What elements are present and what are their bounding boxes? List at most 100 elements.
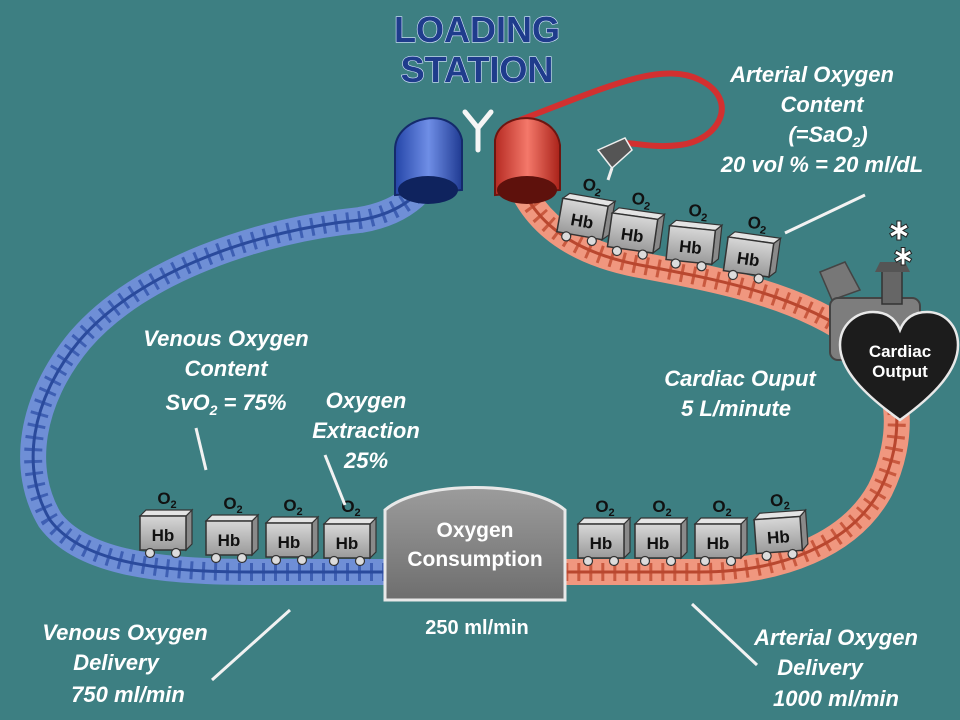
wheel: [328, 555, 340, 567]
hb-car: Hb O2: [693, 497, 749, 567]
wheel: [727, 269, 739, 281]
hb-car: Hb O2: [556, 175, 617, 247]
hb-car: Hb O2: [264, 496, 320, 566]
wheel: [696, 261, 707, 272]
arterial-content-line2: Content: [780, 92, 865, 117]
consumption-rate: 250 ml/min: [425, 617, 528, 639]
arterial-content-line3: (=SaO2): [788, 122, 867, 150]
hb-car: Hb O2: [576, 497, 632, 567]
cardiac-output-line1: Cardiac Ouput: [664, 366, 817, 391]
steam-puff-icon: ✱ ✱: [888, 217, 914, 272]
hb-label: Hb: [647, 534, 670, 553]
o2-label: O2: [157, 489, 176, 511]
wheel: [725, 555, 737, 567]
wheel: [582, 555, 594, 567]
extraction-line3: 25%: [343, 448, 388, 473]
oxygen-consumption-box: Oxygen Consumption: [383, 486, 567, 602]
hb-label: Hb: [152, 526, 175, 545]
arterial-delivery-line1: Arterial Oxygen: [753, 625, 918, 650]
hb-car: Hb O2: [606, 189, 667, 260]
heart-icon: Cardiac Output: [838, 310, 960, 422]
venous-track: [20, 139, 453, 585]
hb-car: Hb O2: [722, 213, 783, 284]
hb-car: Hb O2: [752, 490, 809, 561]
arterial-content-line1: Arterial Oxygen: [729, 62, 894, 87]
arterial-delivery-pointer: [690, 602, 759, 667]
wheel: [170, 547, 182, 559]
wheel: [787, 548, 798, 560]
wheel: [144, 547, 156, 559]
arterial-tunnel: [494, 117, 561, 204]
consumption-line1: Oxygen: [436, 519, 513, 542]
heart-line2: Output: [872, 362, 928, 381]
venous-tunnel: [394, 117, 463, 204]
arterial-content-pointer: [784, 193, 866, 235]
oxygen-hose: [517, 70, 725, 153]
wheel: [608, 555, 620, 567]
venous-delivery-line1: Venous Oxygen: [42, 620, 207, 645]
hb-cars: HbO2HbO2HbO2HbO2HbO2HbO2HbO2HbO2HbO2HbO2…: [138, 175, 809, 567]
o2-label: O2: [581, 175, 604, 200]
wheel: [665, 555, 677, 567]
wheel: [761, 550, 772, 561]
venous-content-line1: Venous Oxygen: [143, 326, 308, 351]
wheel: [639, 555, 651, 567]
hb-car: Hb O2: [204, 494, 260, 564]
o2-label: O2: [223, 494, 242, 516]
arterial-delivery-line3: 1000 ml/min: [773, 686, 899, 711]
venous-content-pointer: [194, 427, 208, 471]
hb-label: Hb: [707, 534, 730, 553]
venous-delivery-line3: 750 ml/min: [71, 682, 185, 707]
venous-delivery-line2: Delivery: [73, 650, 160, 675]
wheel: [699, 555, 711, 567]
hb-label: Hb: [569, 210, 595, 233]
venous-delivery-pointer: [210, 608, 292, 682]
wheel: [296, 554, 308, 566]
wheel: [611, 245, 623, 257]
hb-label: Hb: [620, 224, 645, 246]
hb-label: Hb: [218, 531, 241, 550]
wheel: [270, 554, 282, 566]
o2-label: O2: [595, 497, 614, 519]
venous-content-line2: Content: [184, 356, 269, 381]
hb-label: Hb: [590, 534, 613, 553]
o2-label: O2: [712, 497, 731, 519]
venous-content-line3: SvO2 = 75%: [166, 390, 287, 418]
o2-label: O2: [652, 497, 671, 519]
o2-label: O2: [746, 213, 768, 237]
hb-car: Hb O2: [138, 489, 194, 559]
wheel: [561, 231, 572, 242]
fuel-nozzle-icon: [596, 137, 633, 181]
arterial-content-line4: 20 vol % = 20 ml/dL: [720, 152, 923, 177]
o2-label: O2: [769, 490, 790, 513]
hb-label: Hb: [278, 533, 301, 552]
o2-label: O2: [687, 201, 709, 225]
wheel: [637, 249, 648, 260]
wheel: [210, 552, 222, 564]
wheel: [586, 235, 597, 247]
consumption-line2: Consumption: [407, 548, 542, 571]
hb-car: Hb O2: [665, 201, 724, 272]
cardiac-output-line2: 5 L/minute: [681, 396, 791, 421]
hb-car: Hb O2: [633, 497, 689, 567]
loading-title-line2: STATION: [401, 49, 554, 90]
o2-label: O2: [630, 189, 652, 213]
wheel: [354, 555, 366, 567]
hb-label: Hb: [336, 534, 359, 553]
arterial-delivery-line2: Delivery: [777, 655, 864, 680]
extraction-pointer: [323, 454, 347, 506]
hb-label: Hb: [766, 527, 790, 548]
extraction-line2: Extraction: [312, 418, 420, 443]
hb-label: Hb: [736, 248, 761, 270]
hb-label: Hb: [678, 237, 703, 258]
wheel: [670, 258, 681, 269]
heart-line1: Cardiac: [869, 342, 931, 361]
o2-label: O2: [283, 496, 302, 518]
wheel: [753, 273, 764, 284]
extraction-line1: Oxygen: [326, 388, 407, 413]
loading-title-line1: LOADING: [394, 9, 560, 50]
wheel: [236, 552, 248, 564]
svg-text:✱: ✱: [893, 243, 913, 271]
